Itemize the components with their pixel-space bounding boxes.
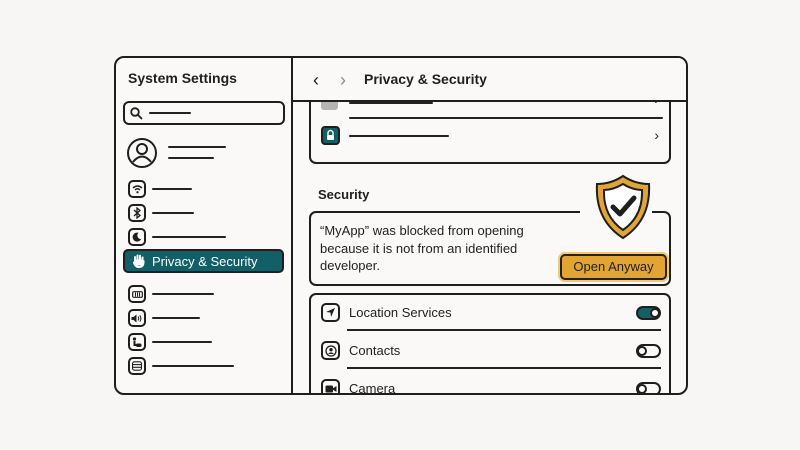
page-title: Privacy & Security (364, 71, 487, 87)
list-item-label-line (349, 135, 449, 137)
content-pane: › › Security “MyApp” was blocked from op… (293, 91, 686, 395)
sidebar-item-label-line (152, 365, 234, 367)
divider (349, 117, 663, 119)
sidebar-item-general[interactable] (128, 357, 288, 375)
permission-row-camera: Camera (311, 379, 669, 395)
permission-label: Camera (349, 381, 396, 395)
sidebar-item-bluetooth[interactable] (128, 204, 288, 222)
sidebar-item-label-line (152, 341, 212, 343)
sidebar-item-focus[interactable] (128, 228, 288, 246)
sidebar-item-label-line (152, 236, 226, 238)
permission-label: Contacts (349, 343, 401, 358)
blocked-app-message: “MyApp” was blocked from opening because… (320, 223, 524, 273)
sidebar-title: System Settings (128, 70, 237, 86)
shield-check-icon (595, 174, 651, 240)
sidebar-item-label: Privacy & Security (152, 254, 258, 269)
toolbar: ‹ › Privacy & Security (293, 58, 686, 102)
moon-icon (128, 228, 146, 246)
hand-pointer-icon (128, 333, 146, 351)
permission-row-location-services: Location Services (311, 303, 669, 323)
privacy-list-card: › › (309, 91, 671, 164)
sidebar: System Settings Privacy & Security (116, 58, 293, 393)
divider (347, 329, 661, 331)
lock-icon (321, 126, 340, 145)
divider (347, 367, 661, 369)
location-services-toggle[interactable] (636, 306, 661, 320)
contacts-icon (321, 341, 340, 360)
sidebar-item-label-line (152, 188, 192, 190)
back-button[interactable]: ‹ (313, 70, 319, 90)
toggle-knob (637, 384, 647, 393)
contacts-toggle[interactable] (636, 344, 661, 358)
sidebar-item-accessibility[interactable] (128, 333, 288, 351)
system-settings-window: System Settings Privacy & Security (114, 56, 688, 395)
sidebar-item-label-line (152, 317, 200, 319)
forward-button[interactable]: › (340, 70, 346, 90)
chevron-right-icon: › (654, 127, 659, 143)
camera-icon (321, 379, 340, 393)
sidebar-item-label-line (152, 212, 194, 214)
wifi-icon (128, 180, 146, 198)
permission-label: Location Services (349, 305, 452, 320)
hand-icon (133, 254, 145, 268)
account-name-line (168, 146, 226, 148)
permissions-card: Location Services Contacts Camera (309, 293, 671, 395)
bluetooth-icon (128, 204, 146, 222)
toggle-knob (650, 308, 660, 318)
account-sub-line (168, 157, 214, 159)
sidebar-item-privacy-security[interactable]: Privacy & Security (123, 249, 284, 273)
sidebar-item-sound[interactable] (128, 309, 288, 327)
permission-row-contacts: Contacts (311, 341, 669, 361)
sidebar-item-battery[interactable] (128, 285, 288, 303)
search-placeholder-line (149, 112, 191, 114)
search-input[interactable] (123, 101, 285, 125)
open-anyway-button[interactable]: Open Anyway (560, 254, 667, 280)
battery-icon (128, 285, 146, 303)
security-heading: Security (318, 187, 370, 202)
list-item-label-line (349, 102, 433, 104)
speaker-icon (128, 309, 146, 327)
camera-toggle[interactable] (636, 382, 661, 393)
sidebar-item-label-line (152, 293, 214, 295)
toggle-knob (637, 346, 647, 356)
location-arrow-icon (321, 303, 340, 322)
blocked-app-alert: “MyApp” was blocked from opening because… (309, 211, 671, 286)
list-item[interactable]: › (311, 124, 669, 152)
search-icon (130, 107, 143, 120)
user-avatar-icon (127, 138, 157, 168)
list-icon (128, 357, 146, 375)
sidebar-item-wifi[interactable] (128, 180, 288, 198)
